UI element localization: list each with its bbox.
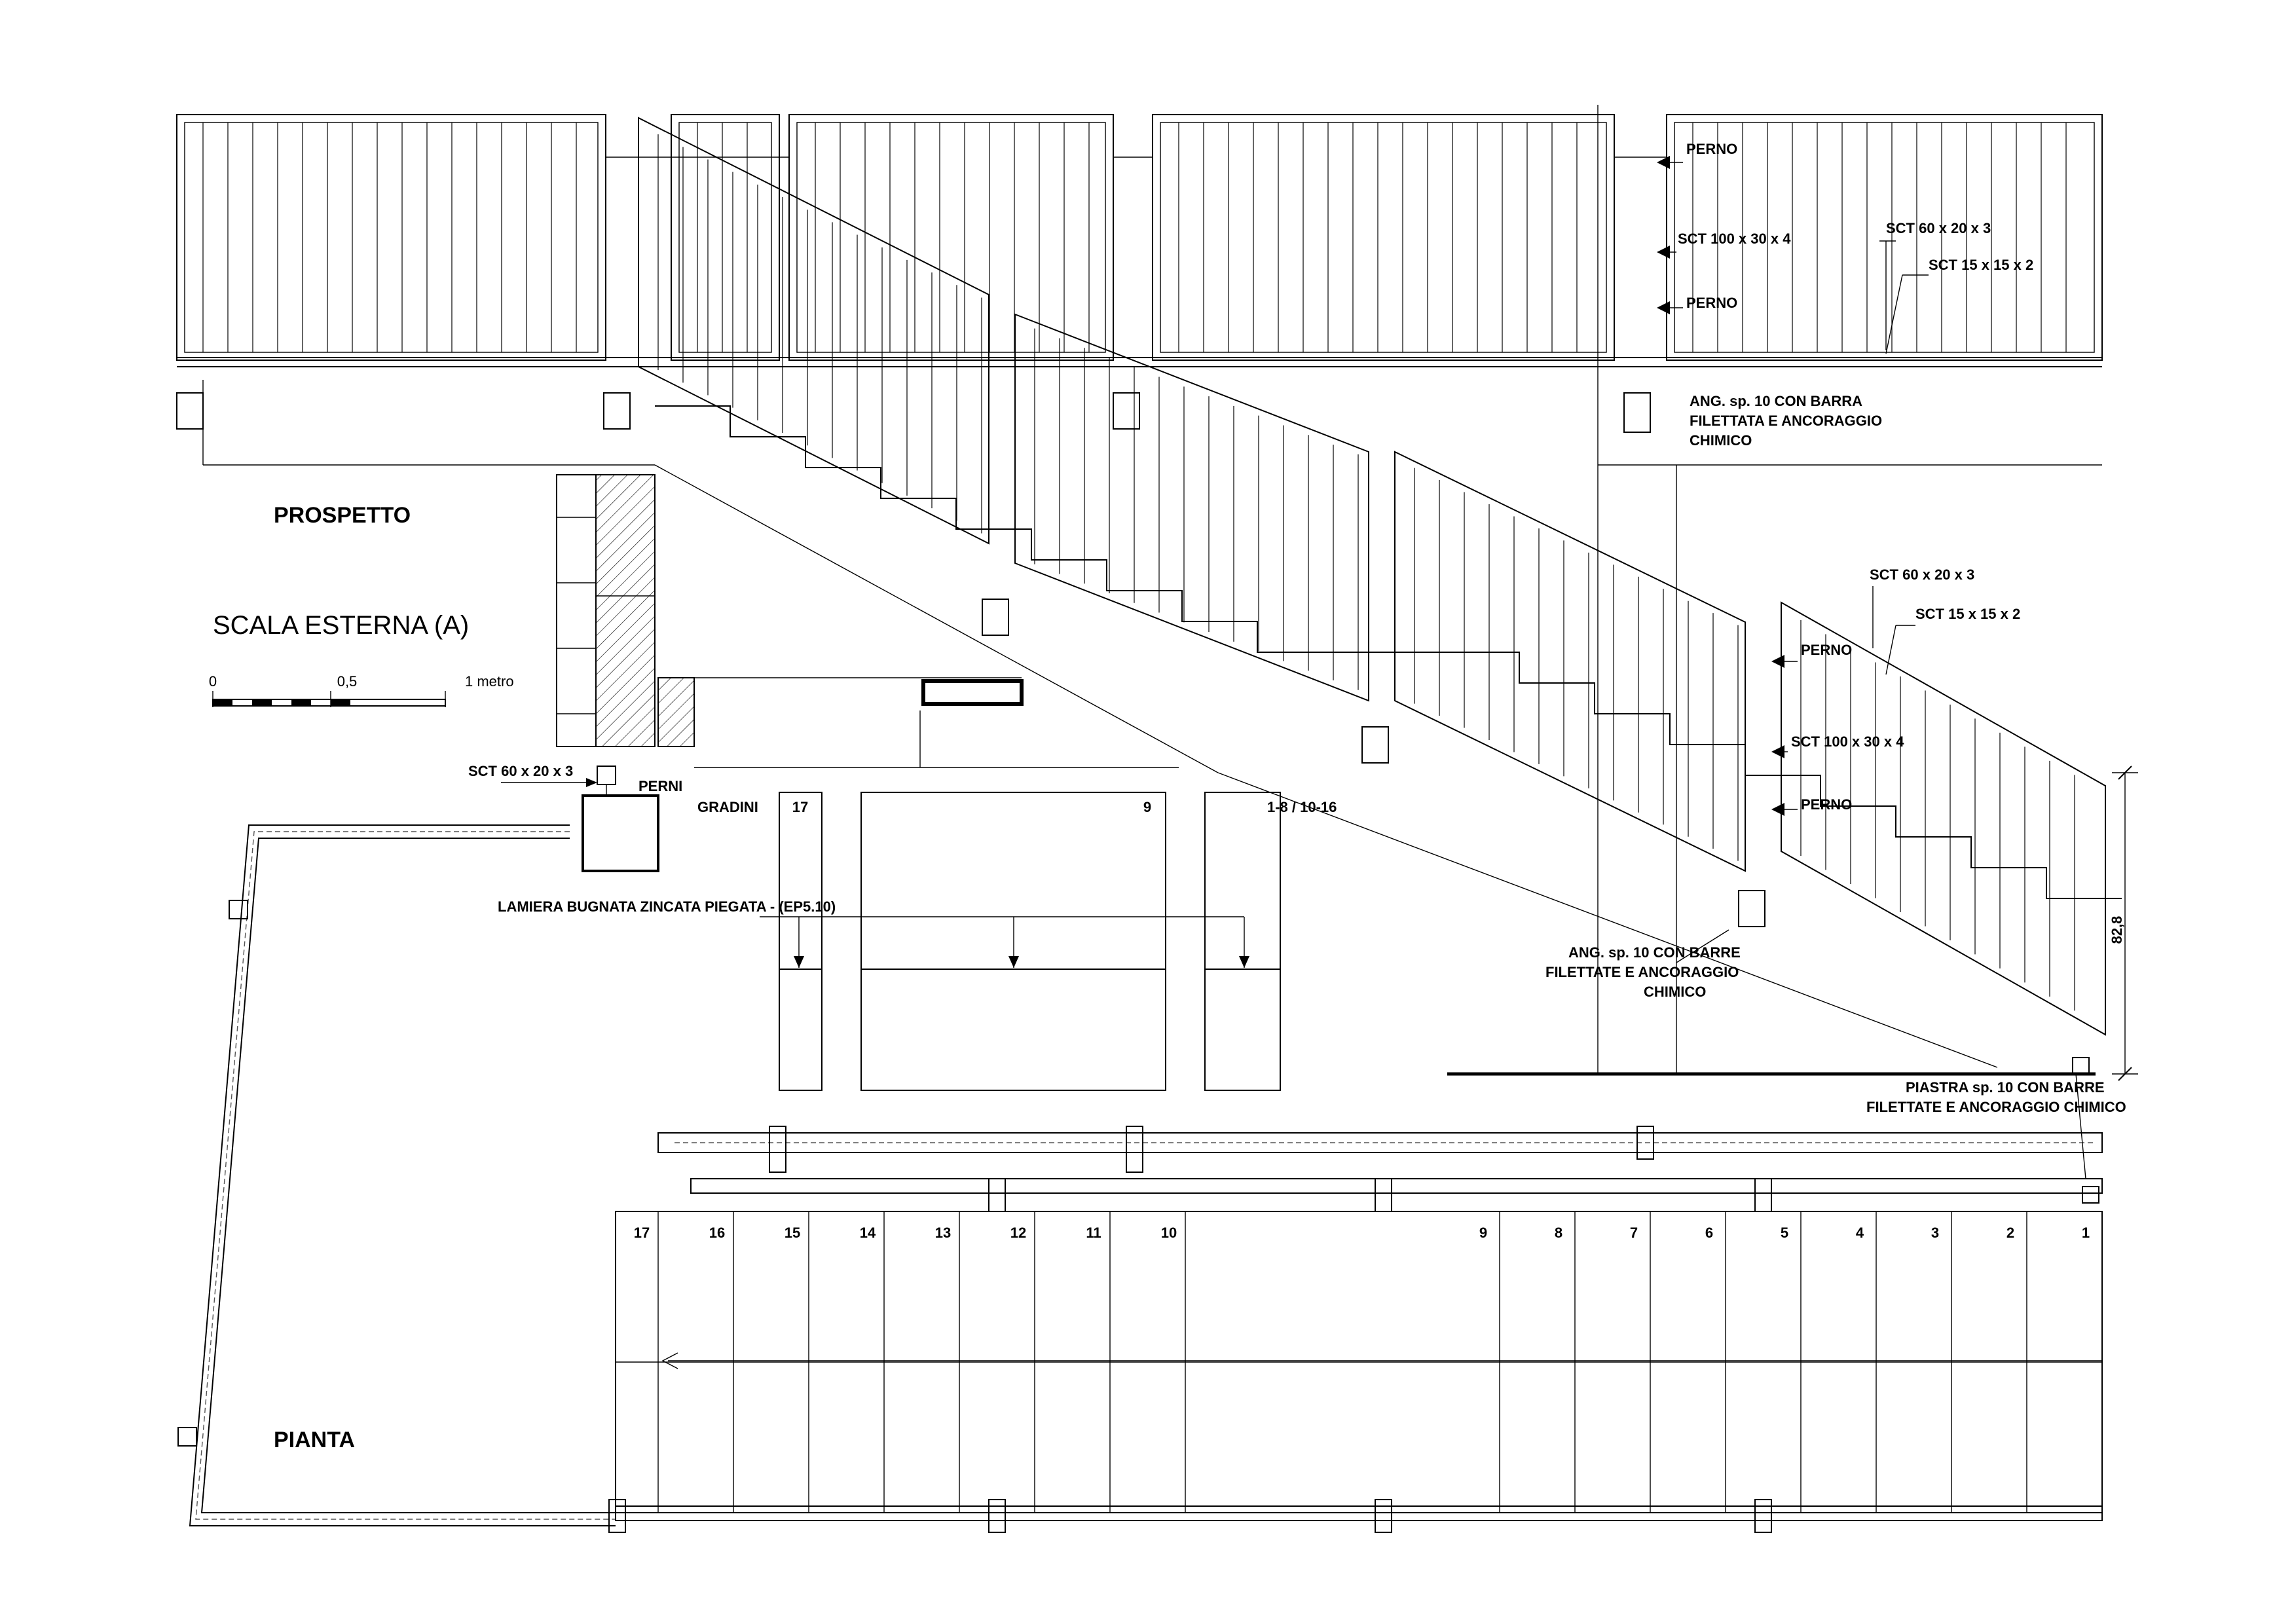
plan-step-numbers: 17 16 15 14 13 12 11 10 9 8 7 6 5 4 3 2 1: [634, 1225, 2090, 1241]
railing-panel: [1152, 114, 1615, 361]
height-dimension: 82,8: [2109, 766, 2138, 1081]
railing-panel-inner: [1160, 122, 1607, 353]
railing-panel-inner: [184, 122, 599, 353]
prospetto-title: PROSPETTO: [274, 503, 411, 528]
railing-panel: [671, 114, 780, 361]
plan-step-number: 3: [1931, 1225, 1939, 1241]
sloped-panel: [1014, 313, 1369, 702]
plan-step-number: 7: [1630, 1225, 1638, 1241]
plan-step-grid: [615, 1211, 2103, 1513]
plan-step-number: 8: [1555, 1225, 1562, 1241]
label-ang-bot-3: CHIMICO: [1644, 984, 1706, 1000]
railing-panel-inner: [796, 122, 1106, 353]
plan-step-number: 12: [1010, 1225, 1026, 1241]
label-sct60-top: SCT 60 x 20 x 3: [1886, 220, 1991, 236]
elevation-view: 82,8: [176, 105, 2138, 1081]
scale-label-0: 0: [209, 673, 217, 690]
railing-panel-inner: [1674, 122, 2095, 353]
plan-view: [177, 824, 2103, 1533]
plan-step-number: 5: [1781, 1225, 1788, 1241]
plan-step-number: 16: [709, 1225, 725, 1241]
plan-step-number: 1: [2082, 1225, 2090, 1241]
scale-bar: 0 0,5 1 metro: [209, 673, 514, 707]
label-sct100-1: SCT 100 x 30 x 4: [1678, 231, 1791, 247]
label-lamiera: LAMIERA BUGNATA ZINCATA PIEGATA - (EP5.1…: [498, 898, 836, 915]
label-ang-bot-1: ANG. sp. 10 CON BARRE: [1568, 944, 1741, 961]
railing-panel: [1666, 114, 2103, 361]
wall-section: [556, 474, 1179, 768]
label-gradini: GRADINI: [697, 799, 758, 815]
label-perno-4: PERNO: [1801, 796, 1852, 813]
label-perni: PERNI: [638, 778, 682, 794]
label-ang-top-2: FILETTATA E ANCORAGGIO: [1690, 413, 1882, 429]
plan-step-number: 6: [1705, 1225, 1713, 1241]
label-sct15-top: SCT 15 x 15 x 2: [1929, 257, 2033, 273]
railing-panel-inner: [678, 122, 772, 353]
scala-esterna-title: SCALA ESTERNA (A): [213, 611, 469, 640]
label-sct100-2: SCT 100 x 30 x 4: [1791, 733, 1904, 750]
sloped-railings: [638, 117, 2106, 1036]
tread-label-9: 9: [1143, 799, 1151, 815]
stair-steps: [655, 405, 2122, 899]
label-perno-3: PERNO: [1801, 642, 1852, 658]
plan-step-number: 17: [634, 1225, 650, 1241]
label-ang-top-3: CHIMICO: [1690, 432, 1752, 449]
top-railing-panels: [176, 114, 2103, 361]
label-ang-bot-2: FILETTATE E ANCORAGGIO: [1545, 964, 1739, 980]
label-piastra-2: FILETTATE E ANCORAGGIO CHIMICO: [1866, 1099, 2126, 1115]
scale-label-1: 1 metro: [465, 673, 514, 690]
label-sct60-left: SCT 60 x 20 x 3: [468, 763, 573, 779]
railing-panel: [176, 114, 606, 361]
annotations: GRADINI LAMIERA BUGNATA ZINCATA PIEGATA …: [468, 141, 2126, 1179]
tread-label-range: 1-8 / 10-16: [1267, 799, 1337, 815]
tread-label-17: 17: [792, 799, 808, 815]
sloped-panel: [1781, 601, 2106, 1036]
sloped-panel: [638, 117, 989, 545]
label-perno-2: PERNO: [1686, 295, 1737, 311]
plan-step-number: 10: [1161, 1225, 1177, 1241]
plan-anchors: [608, 1126, 2099, 1533]
stair-profile: [655, 405, 2122, 899]
anchor-plates: [176, 392, 1765, 927]
sloped-panel: [1394, 451, 1746, 872]
plan-step-number: 11: [1086, 1225, 1101, 1241]
dim-height-label: 82,8: [2109, 916, 2125, 944]
plan-step-number: 14: [860, 1225, 876, 1241]
label-sct15-mid: SCT 15 x 15 x 2: [1915, 606, 2020, 622]
plan-step-number: 15: [785, 1225, 800, 1241]
scale-label-05: 0,5: [337, 673, 358, 690]
plan-step-number: 2: [2006, 1225, 2014, 1241]
plan-step-number: 4: [1856, 1225, 1864, 1241]
plan-step-number: 9: [1479, 1225, 1487, 1241]
label-ang-top-1: ANG. sp. 10 CON BARRA: [1690, 393, 1862, 409]
pianta-title: PIANTA: [274, 1428, 355, 1452]
tread-details: 17 9 1-8 / 10-16: [760, 792, 1337, 1091]
label-perno-1: PERNO: [1686, 141, 1737, 157]
railing-panel: [788, 114, 1114, 361]
plan-step-number: 13: [935, 1225, 951, 1241]
label-piastra-1: PIASTRA sp. 10 CON BARRE: [1906, 1079, 2105, 1096]
label-sct60-mid: SCT 60 x 20 x 3: [1870, 566, 1974, 583]
